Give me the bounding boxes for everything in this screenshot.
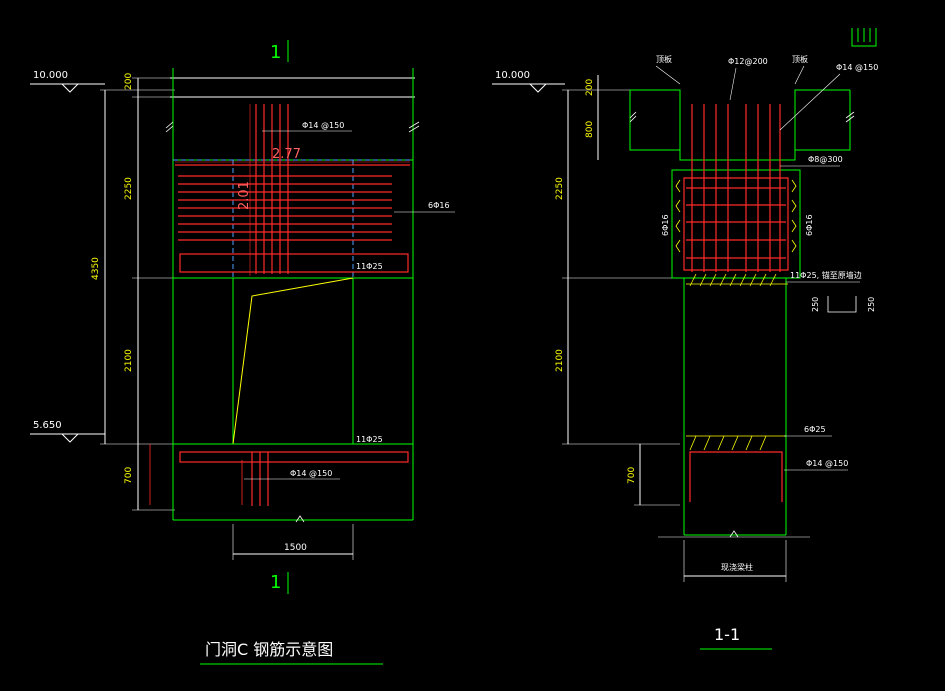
elevation-symbol (492, 83, 565, 93)
stirrup-hooks (675, 179, 797, 253)
leader-line (655, 65, 681, 85)
leader-line (794, 65, 805, 85)
bottom-stirrup (689, 451, 783, 502)
dim-200-right: 200 (585, 79, 595, 96)
dim-2100-right: 2100 (555, 349, 565, 372)
leader-line (779, 73, 841, 131)
label-slab-left: 顶板 (656, 54, 672, 64)
dim-250-bracket (827, 296, 857, 313)
break-symbol (295, 515, 305, 523)
dim-700-right: 700 (627, 467, 637, 484)
label-phi14-150-top: Φ14 @150 (302, 121, 344, 130)
section-mark-top-left: 1 (270, 42, 281, 63)
label-bottom-right: 现浇梁柱 (721, 562, 753, 572)
elevation-symbol (30, 83, 105, 93)
leader-line (729, 67, 737, 101)
left-view: 1 1 10.000 5.650 200 2250 4350 2100 700 (30, 40, 455, 665)
label-phi8-300: Φ8@300 (808, 155, 843, 164)
break-symbol (729, 530, 739, 538)
door-leaf (232, 277, 354, 445)
dim-700-left: 700 (124, 467, 134, 484)
dim-277: 2.77 (272, 147, 301, 162)
slab-left (629, 89, 737, 161)
opening-edge (232, 278, 354, 444)
dim-2250-left: 2250 (124, 177, 134, 200)
title-right: 1-1 (714, 625, 740, 644)
elev-top-right: 10.000 (495, 70, 530, 81)
label-11phi25-right: 11Φ25, 锚至原墙边 (790, 270, 862, 280)
label-11phi25-top: 11Φ25 (356, 262, 383, 271)
dim-200-left: 200 (124, 73, 134, 90)
label-phi14-150-bottom-right: Φ14 @150 (806, 459, 848, 468)
dim-201: 2.01 (237, 181, 252, 210)
dim-2100-left: 2100 (124, 349, 134, 372)
bottom-beam-rebar (179, 451, 409, 463)
label-6phi16-left: 6Φ16 (428, 201, 450, 210)
label-6phi25: 6Φ25 (804, 425, 826, 434)
break-symbol (408, 121, 420, 133)
dim-4350-left: 4350 (91, 257, 101, 280)
label-11phi25-bottom: 11Φ25 (356, 435, 383, 444)
bottom-hatch (686, 435, 786, 451)
elev-bottom-left: 5.650 (33, 420, 62, 431)
break-symbol (165, 121, 174, 133)
label-slab-right: 顶板 (792, 54, 808, 64)
beam-rebars (175, 104, 410, 274)
section-icon (851, 28, 877, 47)
anchor-hatch (686, 273, 788, 287)
section-mark-bottom-left: 1 (270, 572, 281, 593)
label-6phi16-right-b: 6Φ16 (805, 214, 814, 236)
break-symbol (629, 111, 637, 123)
label-6phi16-right-a: 6Φ16 (661, 214, 670, 236)
elevation-symbol (30, 433, 105, 443)
elev-top-left: 10.000 (33, 70, 68, 81)
label-phi12-200: Φ12@200 (728, 57, 768, 66)
label-phi14-150-bottom: Φ14 @150 (290, 469, 332, 478)
title-left: 门洞C 钢筋示意图 (205, 640, 333, 659)
dim-800-right: 800 (585, 121, 595, 138)
dim-250-b: 250 (867, 297, 876, 312)
dim-250-a: 250 (811, 297, 820, 312)
right-view: 10.000 200 800 2250 2100 700 (492, 28, 878, 650)
dim-2250-right: 2250 (555, 177, 565, 200)
label-phi14-150-top-right: Φ14 @150 (836, 63, 878, 72)
beam-section (671, 169, 801, 279)
section-rebars (683, 104, 789, 272)
break-symbol (845, 111, 855, 123)
dim-1500: 1500 (284, 543, 307, 553)
